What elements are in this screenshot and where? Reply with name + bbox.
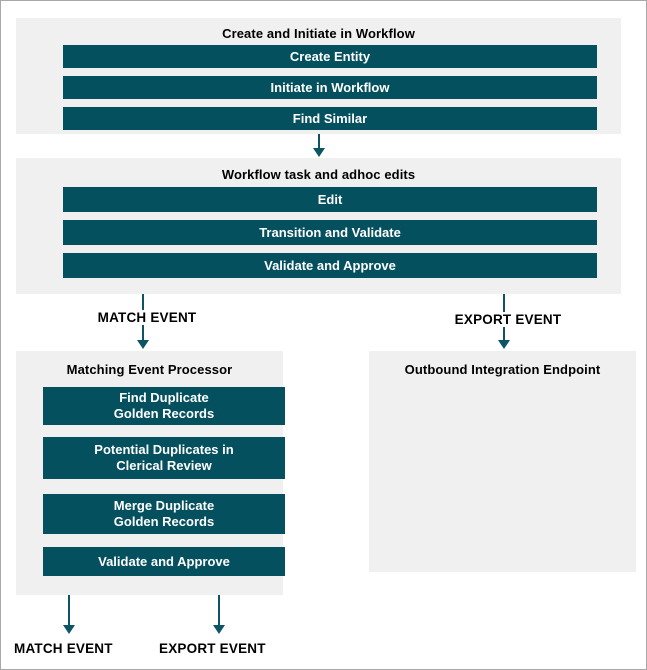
step-merge-duplicate-golden-records[interactable]: Merge Duplicate Golden Records	[43, 494, 285, 534]
connector-matching-out-right	[218, 595, 220, 627]
step-line-2: Golden Records	[113, 406, 215, 421]
step-transition-and-validate[interactable]: Transition and Validate	[63, 220, 597, 245]
arrowhead-create-to-workflow	[313, 148, 325, 157]
step-line-2: Golden Records	[113, 514, 215, 529]
bottom-label-export-event: EXPORT EVENT	[159, 641, 266, 656]
step-find-duplicate-golden-records[interactable]: Find Duplicate Golden Records	[43, 387, 285, 425]
panel-workflow-title: Workflow task and adhoc edits	[221, 167, 416, 182]
bottom-label-match-event: MATCH EVENT	[14, 641, 113, 656]
step-create-entity[interactable]: Create Entity	[63, 45, 597, 68]
step-initiate-in-workflow[interactable]: Initiate in Workflow	[63, 76, 597, 99]
arrowhead-workflow-to-outbound	[498, 340, 510, 349]
arrowhead-matching-out-left	[63, 625, 75, 634]
step-potential-duplicates-in-clerical-review[interactable]: Potential Duplicates in Clerical Review	[43, 437, 285, 479]
step-find-similar[interactable]: Find Similar	[63, 107, 597, 130]
connector-matching-out-left	[68, 595, 70, 627]
panel-outbound-integration-endpoint: Outbound Integration Endpoint Filter Eve…	[369, 351, 636, 572]
step-line-1: Merge Duplicate	[113, 498, 215, 514]
panel-workflow-task-and-adhoc-edits: Workflow task and adhoc edits Edit Trans…	[16, 158, 621, 294]
panel-create-and-initiate: Create and Initiate in Workflow Create E…	[16, 18, 621, 134]
step-line-2: Clerical Review	[116, 458, 212, 473]
connector-create-to-workflow	[318, 134, 320, 150]
panel-create-title: Create and Initiate in Workflow	[222, 26, 415, 41]
panel-outbound-title: Outbound Integration Endpoint	[404, 362, 601, 377]
step-edit[interactable]: Edit	[63, 187, 597, 212]
arrowhead-workflow-to-matching	[137, 340, 149, 349]
panel-matching-title: Matching Event Processor	[66, 362, 233, 377]
step-line-1: Potential Duplicates in	[94, 442, 234, 458]
step-line-1: Find Duplicate	[119, 390, 209, 406]
panel-matching-event-processor: Matching Event Processor Find Duplicate …	[16, 351, 285, 595]
edge-label-match-event-top: MATCH EVENT	[81, 310, 213, 325]
step-matching-validate-and-approve[interactable]: Validate and Approve	[43, 547, 285, 576]
step-validate-and-approve[interactable]: Validate and Approve	[63, 253, 597, 278]
edge-label-export-event-top: EXPORT EVENT	[438, 312, 578, 327]
arrowhead-matching-out-right	[213, 625, 225, 634]
